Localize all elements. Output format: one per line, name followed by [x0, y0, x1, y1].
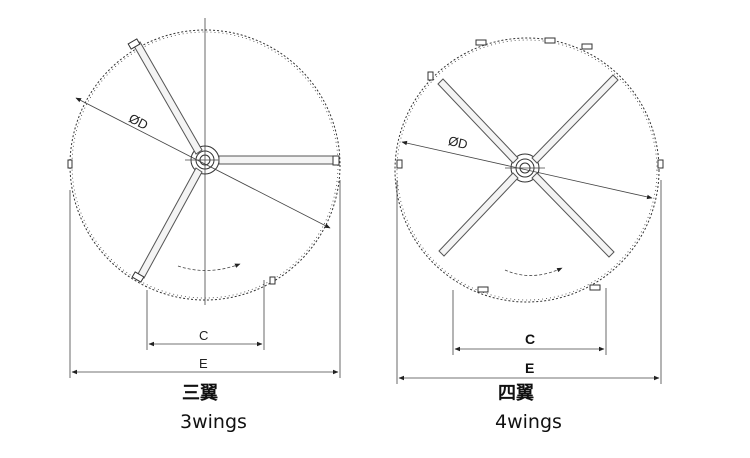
wing-arm — [437, 78, 519, 164]
dim-e-label-3wing: E — [199, 356, 208, 371]
caption-en-3wing: 3wings — [180, 411, 247, 433]
four-wing-diagram: ØD C E 四翼 4wings — [394, 37, 664, 433]
vessel-outline-3wing — [69, 29, 341, 301]
rotation-arrow-4wing — [504, 267, 563, 276]
wing-arm — [127, 38, 203, 155]
diameter-line-4wing — [401, 140, 653, 200]
wing-arm — [438, 172, 519, 257]
rotation-arrow-3wing — [177, 263, 241, 271]
vessel-outline-4wing — [394, 37, 660, 303]
caption-zh-4wing: 四翼 — [498, 383, 534, 404]
dim-e-label-4wing: E — [525, 360, 534, 376]
diameter-label-4wing: ØD — [447, 133, 469, 152]
diameter-label-3wing: ØD — [126, 111, 150, 133]
wing-arm — [531, 172, 615, 258]
caption-zh-3wing: 三翼 — [182, 383, 218, 404]
wing-arm — [218, 155, 340, 166]
diameter-line-3wing — [75, 97, 331, 229]
caption-en-4wing: 4wings — [495, 411, 562, 433]
wing-arm — [531, 74, 619, 164]
dim-c-label-4wing: C — [525, 331, 535, 347]
wing-arm — [131, 167, 203, 283]
three-wing-diagram: ØD C E 三翼 3wings — [67, 18, 341, 433]
dim-c-label-3wing: C — [199, 328, 208, 343]
